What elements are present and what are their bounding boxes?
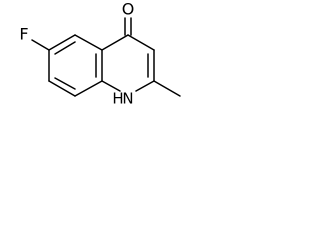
- bond-c8-c8a: [74, 80, 103, 97]
- fluorine-atom-label: F: [19, 25, 28, 44]
- bond-c2-methyl: [153, 80, 181, 97]
- bond-c4-c3: [127, 34, 155, 51]
- bond-n1-c8a: [101, 80, 121, 92]
- substituents: [31, 17, 181, 97]
- bond-c5-c6: [48, 34, 76, 51]
- bond-c2-n1: [135, 80, 155, 92]
- bond-c7-c8-inner: [54, 77, 76, 90]
- benzene-ring: [48, 34, 103, 97]
- pyridinone-ring: [101, 34, 155, 92]
- hydrogen-atom-label: H: [112, 90, 123, 108]
- oxygen-atom-label: O: [122, 0, 135, 19]
- bond-c6-f: [31, 39, 50, 51]
- bond-c7-c8: [48, 80, 76, 97]
- bond-c5-c6-inner: [54, 41, 76, 55]
- molecule-structure: O F H N: [19, 0, 181, 108]
- bond-c4a-c5: [74, 34, 103, 51]
- bond-c4a-c4: [101, 34, 129, 51]
- nitrogen-atom-label: N: [122, 90, 133, 108]
